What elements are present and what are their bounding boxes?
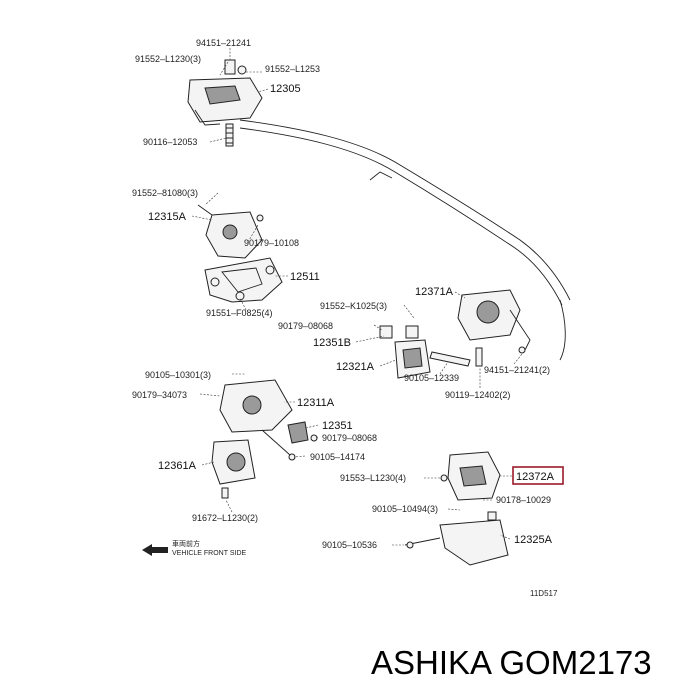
label-91552-l1253: 91552–L1253: [265, 64, 320, 74]
part-labels: 94151–21241 91552–L1230(3) 91552–L1253 1…: [132, 38, 558, 598]
label-90105-10494: 90105–10494(3): [372, 504, 438, 514]
bolt-90116: [225, 123, 234, 147]
label-90105-12339: 90105–12339: [404, 373, 459, 383]
label-90179-10108: 90179–10108: [244, 238, 299, 248]
label-91553: 91553–L1230(4): [340, 473, 406, 483]
label-12321a: 12321A: [336, 361, 375, 373]
label-diagram-code: 11D517: [530, 589, 558, 598]
label-90179-08068-a: 90179–08068: [278, 321, 333, 331]
label-90119: 90119–12402(2): [445, 390, 510, 400]
label-91672: 91672–L1230(2): [192, 513, 258, 523]
label-90105-10301: 90105–10301(3): [145, 370, 211, 380]
label-12371a: 12371A: [415, 286, 454, 298]
front-arrow-icon: [142, 544, 168, 556]
mount-12361a: [211, 439, 256, 499]
label-12305: 12305: [270, 83, 301, 95]
highlight-box-12372a: [512, 466, 564, 485]
bracket-12511: [204, 257, 283, 303]
part-12351: [287, 421, 318, 444]
label-12311a: 12311A: [297, 397, 335, 409]
engine-outline: [239, 119, 571, 361]
label-94151-21241-mid: 94151–21241(2): [484, 365, 550, 375]
label-12361a: 12361A: [158, 460, 197, 472]
mount-12372a: [440, 451, 501, 501]
bracket-12321a: [379, 325, 431, 379]
label-91552-k1025: 91552–K1025(3): [320, 301, 387, 311]
bracket-12315a: [197, 204, 264, 259]
label-12325a: 12325A: [514, 534, 553, 546]
label-90179-34073: 90179–34073: [132, 390, 187, 400]
bracket-12325a: [404, 511, 509, 566]
label-front-jp: 車両前方: [172, 539, 200, 548]
label-12372a: 12372A: [516, 471, 555, 483]
label-90105-14174: 90105–14174: [310, 452, 365, 462]
label-90179-08068-b: 90179–08068: [322, 433, 377, 443]
leader-lines: [191, 48, 523, 546]
label-94151-21241-top: 94151–21241: [196, 38, 251, 48]
label-90105-10536: 90105–10536: [322, 540, 377, 550]
mount-12371a: [457, 289, 531, 354]
mount-12305: [187, 59, 263, 126]
label-91551: 91551–F0825(4): [206, 308, 273, 318]
mount-12311a: [219, 379, 296, 461]
bolt-90119: [475, 347, 483, 367]
label-90116: 90116–12053: [143, 137, 197, 147]
label-91552-81080: 91552–81080(3): [132, 188, 198, 198]
label-91552-l1230: 91552–L1230(3): [135, 54, 201, 64]
label-12511: 12511: [290, 271, 320, 283]
label-90178: 90178–10029: [496, 495, 551, 505]
bolt-90105-12339: [429, 351, 471, 367]
label-12351b: 12351B: [313, 337, 351, 349]
label-12315a: 12315A: [148, 211, 187, 223]
label-front-en: VEHICLE FRONT SIDE: [172, 550, 246, 557]
label-12351: 12351: [322, 420, 353, 432]
brand-part-number: ASHIKA GOM2173: [371, 644, 652, 681]
